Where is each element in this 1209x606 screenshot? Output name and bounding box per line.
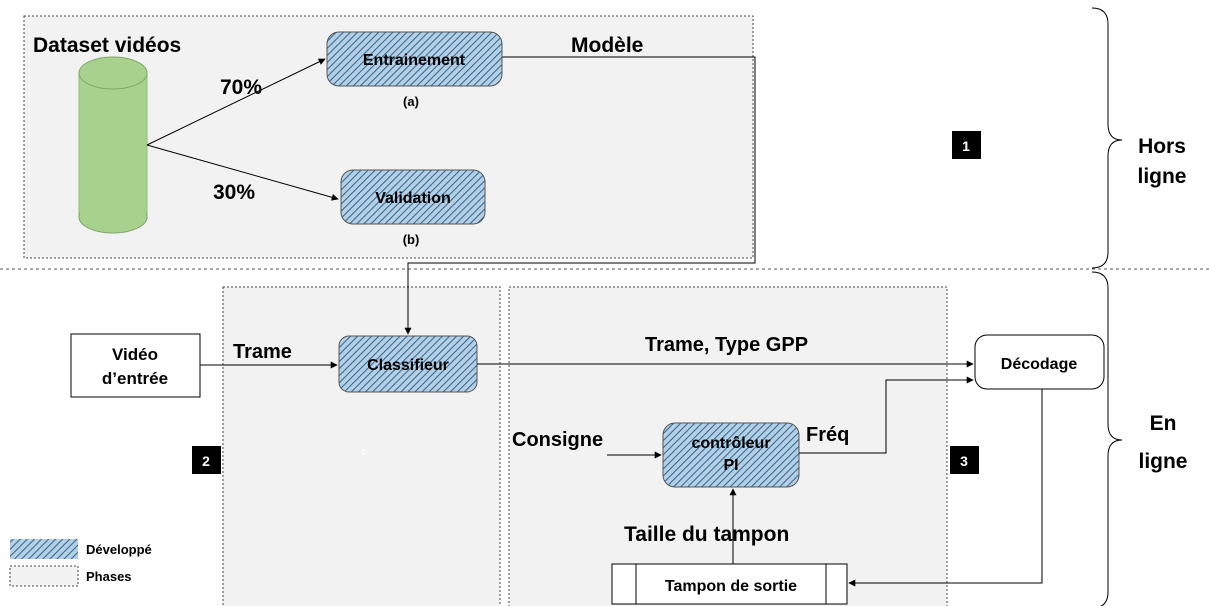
phase-1-number: 1 (962, 138, 970, 154)
output-buffer-label: Tampon de sortie (665, 578, 797, 595)
train-split-label: 70% (220, 76, 262, 99)
phase-3-badge (950, 446, 979, 474)
input-video-box (70, 333, 201, 398)
input-video-line2: d’entrée (102, 369, 168, 388)
legend-phases-label: Phases (86, 569, 132, 584)
classifier-label: Classifieur (367, 357, 449, 374)
arrow-to-training (146, 58, 326, 146)
phase-1-badge (952, 131, 981, 159)
training-label: Entrainement (363, 52, 466, 69)
output-buffer-box (611, 563, 848, 605)
arrow-to-validation (146, 144, 339, 201)
frame-type-label: Trame, Type GPP (645, 334, 808, 356)
online-label-line2: ligne (1138, 450, 1187, 473)
validation-tag: (b) (403, 232, 420, 247)
validation-label: Validation (375, 190, 451, 207)
controller-box (662, 422, 800, 488)
arrow-controller-to-decoder (799, 376, 974, 454)
stray-character: c (361, 447, 366, 458)
phase-2-number: 2 (202, 453, 210, 469)
dataset-cylinder (78, 56, 148, 234)
controller-line2: PI (723, 457, 738, 474)
input-video-line1: Vidéo (112, 345, 158, 364)
online-brace (1091, 271, 1123, 606)
legend-developed-label: Développé (86, 542, 152, 557)
training-box (326, 31, 503, 87)
legend-phases-swatch (9, 565, 79, 587)
model-wire (404, 56, 756, 335)
arrow-decoder-to-buffer (848, 389, 1043, 587)
legend-developed-swatch (10, 539, 78, 559)
freq-label: Fréq (806, 424, 849, 446)
offline-brace (1091, 7, 1123, 269)
model-label: Modèle (571, 34, 643, 57)
phase-3-number: 3 (960, 453, 968, 469)
validation-box (340, 169, 486, 225)
buffer-size-label: Taille du tampon (624, 523, 789, 546)
decode-label: Décodage (1001, 356, 1078, 373)
dataset-label: Dataset vidéos (33, 34, 181, 57)
phase-2-badge (192, 446, 221, 474)
setpoint-label: Consigne (512, 429, 603, 451)
frame-label: Trame (233, 341, 292, 363)
val-split-label: 30% (213, 181, 255, 204)
controller-line1: contrôleur (691, 435, 770, 452)
training-tag: (a) (403, 94, 419, 109)
offline-label-line1: Hors (1138, 135, 1186, 158)
offline-label-line2: ligne (1137, 165, 1186, 188)
online-label-line1: En (1150, 412, 1177, 435)
decode-box (974, 334, 1105, 390)
